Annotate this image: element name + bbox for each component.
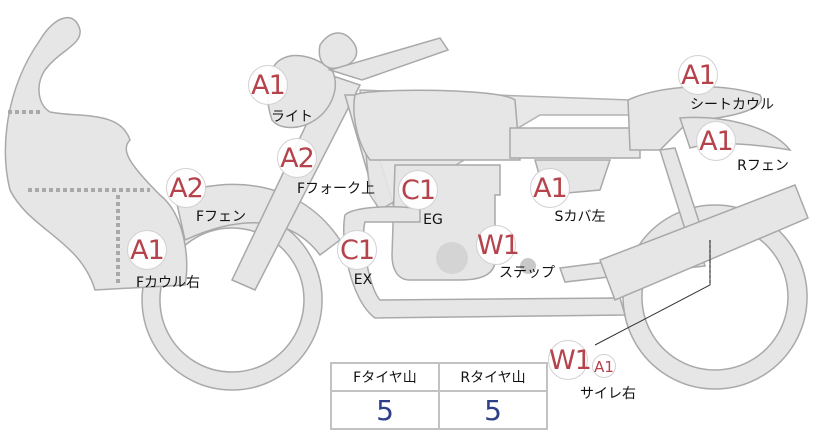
part-label-seat-cowl: シートカウル: [690, 97, 774, 113]
part-label-front-fender: Fフェン: [195, 209, 247, 225]
damage-code-rear-fender[interactable]: A1: [696, 121, 736, 161]
exhaust-pipe: [343, 205, 626, 319]
damage-code-exhaust[interactable]: C1: [337, 230, 377, 270]
rear-tire-header: Rタイヤ山: [438, 362, 548, 392]
damage-code-front-cowl[interactable]: A1: [127, 230, 167, 270]
front-tire-header: Fタイヤ山: [330, 362, 440, 392]
front-fork: [230, 74, 362, 291]
damage-code-front-fork[interactable]: A2: [277, 138, 317, 178]
damage-code-muffler[interactable]: W1: [548, 340, 592, 380]
engine-cover: [436, 242, 468, 274]
part-label-exhaust: EX: [353, 272, 373, 288]
damage-code-step[interactable]: W1: [476, 225, 520, 265]
damage-code-light[interactable]: A1: [248, 65, 288, 105]
step: [520, 258, 536, 274]
fuel-tank: [353, 89, 521, 161]
part-label-side-cover: Sカバ左: [554, 209, 606, 225]
muffler: [599, 184, 809, 301]
part-label-step: ステップ: [499, 265, 555, 281]
part-label-muffler: サイレ右: [580, 386, 636, 402]
part-label-engine: EG: [423, 212, 443, 228]
tire-tread-table: Fタイヤ山 Rタイヤ山 5 5: [330, 362, 548, 430]
part-label-light: ライト: [271, 109, 313, 125]
damage-code-front-fender[interactable]: A2: [166, 168, 206, 208]
front-tire-value: 5: [330, 390, 440, 430]
part-label-rear-fender: Rフェン: [737, 158, 789, 174]
part-label-front-cowl: Fカウル右: [135, 275, 201, 291]
meter: [318, 32, 358, 69]
damage-code-engine[interactable]: C1: [398, 170, 438, 210]
part-label-front-fork: Fフォーク上: [296, 181, 376, 197]
damage-code-muffler-secondary[interactable]: A1: [592, 354, 616, 378]
handlebar: [327, 37, 450, 81]
rear-tire-value: 5: [438, 390, 548, 430]
cowl-divider: [8, 110, 150, 285]
damage-code-side-cover[interactable]: A1: [530, 168, 570, 208]
damage-code-seat-cowl[interactable]: A1: [678, 55, 718, 95]
seat: [509, 127, 641, 159]
front-cowl: [4, 16, 188, 291]
